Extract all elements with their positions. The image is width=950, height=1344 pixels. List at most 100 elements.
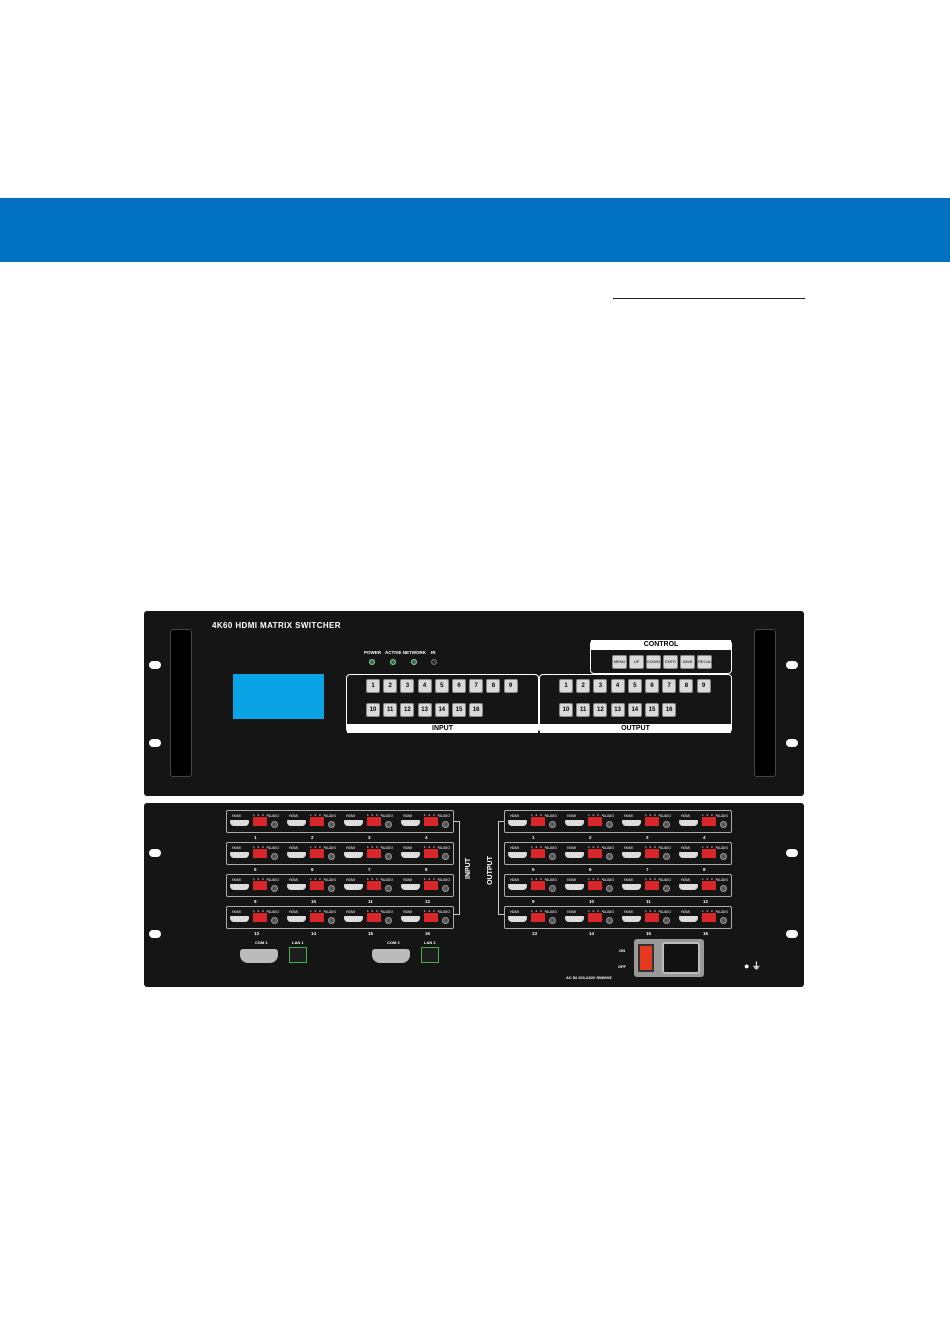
- dip-switch[interactable]: [645, 817, 659, 826]
- hdmi-jack-icon[interactable]: [401, 916, 420, 922]
- output-key-14[interactable]: 14: [627, 703, 642, 717]
- dip-switch[interactable]: [310, 913, 324, 922]
- input-key-4[interactable]: 4: [417, 679, 432, 693]
- dip-switch[interactable]: [424, 881, 438, 890]
- hdmi-jack-icon[interactable]: [622, 852, 641, 858]
- audio-jack-icon[interactable]: [720, 917, 727, 924]
- hdmi-jack-icon[interactable]: [287, 852, 306, 858]
- input-key-5[interactable]: 5: [434, 679, 449, 693]
- audio-jack-icon[interactable]: [442, 853, 449, 860]
- lan2-port[interactable]: [421, 947, 439, 963]
- output-key-4[interactable]: 4: [610, 679, 625, 693]
- dip-switch[interactable]: [531, 881, 545, 890]
- dip-switch[interactable]: [424, 913, 438, 922]
- output-key-15[interactable]: 15: [645, 703, 659, 717]
- audio-jack-icon[interactable]: [663, 917, 670, 924]
- com2-port[interactable]: [372, 949, 410, 963]
- audio-jack-icon[interactable]: [720, 885, 727, 892]
- recall-button[interactable]: RECALL: [697, 655, 714, 669]
- menu-button[interactable]: MENU: [612, 655, 627, 669]
- dip-switch[interactable]: [253, 881, 267, 890]
- dip-switch[interactable]: [367, 881, 381, 890]
- dip-switch[interactable]: [531, 849, 545, 858]
- audio-jack-icon[interactable]: [328, 885, 335, 892]
- audio-jack-icon[interactable]: [720, 853, 727, 860]
- audio-jack-icon[interactable]: [442, 917, 449, 924]
- audio-jack-icon[interactable]: [549, 853, 556, 860]
- hdmi-jack-icon[interactable]: [344, 820, 363, 826]
- output-key-12[interactable]: 12: [593, 703, 608, 717]
- output-key-6[interactable]: 6: [645, 679, 659, 693]
- dip-switch[interactable]: [588, 881, 602, 890]
- output-key-5[interactable]: 5: [627, 679, 642, 693]
- audio-jack-icon[interactable]: [606, 885, 613, 892]
- input-key-11[interactable]: 11: [383, 703, 398, 717]
- dip-switch[interactable]: [310, 881, 324, 890]
- input-key-14[interactable]: 14: [434, 703, 449, 717]
- audio-jack-icon[interactable]: [663, 885, 670, 892]
- dip-switch[interactable]: [531, 817, 545, 826]
- dip-switch[interactable]: [645, 881, 659, 890]
- output-key-7[interactable]: 7: [662, 679, 677, 693]
- output-key-11[interactable]: 11: [576, 703, 591, 717]
- audio-jack-icon[interactable]: [549, 821, 556, 828]
- audio-jack-icon[interactable]: [328, 821, 335, 828]
- audio-jack-icon[interactable]: [606, 853, 613, 860]
- input-key-13[interactable]: 13: [417, 703, 432, 717]
- audio-jack-icon[interactable]: [663, 821, 670, 828]
- dip-switch[interactable]: [310, 817, 324, 826]
- output-key-10[interactable]: 10: [559, 703, 573, 717]
- input-key-1[interactable]: 1: [366, 679, 380, 693]
- audio-jack-icon[interactable]: [606, 917, 613, 924]
- audio-jack-icon[interactable]: [271, 885, 278, 892]
- save-button[interactable]: SAVE: [680, 655, 695, 669]
- audio-jack-icon[interactable]: [720, 821, 727, 828]
- input-key-7[interactable]: 7: [469, 679, 484, 693]
- dip-switch[interactable]: [702, 849, 716, 858]
- audio-jack-icon[interactable]: [328, 853, 335, 860]
- hdmi-jack-icon[interactable]: [508, 916, 527, 922]
- dip-switch[interactable]: [588, 913, 602, 922]
- input-key-6[interactable]: 6: [452, 679, 466, 693]
- audio-jack-icon[interactable]: [271, 853, 278, 860]
- dip-switch[interactable]: [367, 817, 381, 826]
- input-key-12[interactable]: 12: [400, 703, 415, 717]
- hdmi-jack-icon[interactable]: [230, 852, 249, 858]
- output-key-16[interactable]: 16: [662, 703, 677, 717]
- hdmi-jack-icon[interactable]: [508, 852, 527, 858]
- output-key-1[interactable]: 1: [559, 679, 573, 693]
- hdmi-jack-icon[interactable]: [401, 852, 420, 858]
- enter-button[interactable]: ENTR: [663, 655, 678, 669]
- hdmi-jack-icon[interactable]: [508, 884, 527, 890]
- hdmi-jack-icon[interactable]: [565, 916, 584, 922]
- output-key-3[interactable]: 3: [593, 679, 608, 693]
- audio-jack-icon[interactable]: [442, 821, 449, 828]
- hdmi-jack-icon[interactable]: [401, 820, 420, 826]
- dip-switch[interactable]: [253, 849, 267, 858]
- audio-jack-icon[interactable]: [328, 917, 335, 924]
- hdmi-jack-icon[interactable]: [344, 916, 363, 922]
- dip-switch[interactable]: [424, 817, 438, 826]
- hdmi-jack-icon[interactable]: [622, 884, 641, 890]
- input-key-8[interactable]: 8: [486, 679, 501, 693]
- audio-jack-icon[interactable]: [549, 885, 556, 892]
- hdmi-jack-icon[interactable]: [230, 884, 249, 890]
- dip-switch[interactable]: [588, 817, 602, 826]
- down-button[interactable]: DOWN: [646, 655, 661, 669]
- hdmi-jack-icon[interactable]: [230, 916, 249, 922]
- hdmi-jack-icon[interactable]: [344, 884, 363, 890]
- audio-jack-icon[interactable]: [606, 821, 613, 828]
- hdmi-jack-icon[interactable]: [622, 916, 641, 922]
- output-key-8[interactable]: 8: [679, 679, 694, 693]
- hdmi-jack-icon[interactable]: [679, 884, 698, 890]
- output-key-2[interactable]: 2: [576, 679, 591, 693]
- audio-jack-icon[interactable]: [385, 885, 392, 892]
- input-key-2[interactable]: 2: [383, 679, 398, 693]
- power-switch[interactable]: [638, 944, 654, 972]
- com1-port[interactable]: [240, 949, 278, 963]
- input-key-3[interactable]: 3: [400, 679, 415, 693]
- hdmi-jack-icon[interactable]: [508, 820, 527, 826]
- input-key-15[interactable]: 15: [452, 703, 466, 717]
- hdmi-jack-icon[interactable]: [565, 820, 584, 826]
- input-key-10[interactable]: 10: [366, 703, 380, 717]
